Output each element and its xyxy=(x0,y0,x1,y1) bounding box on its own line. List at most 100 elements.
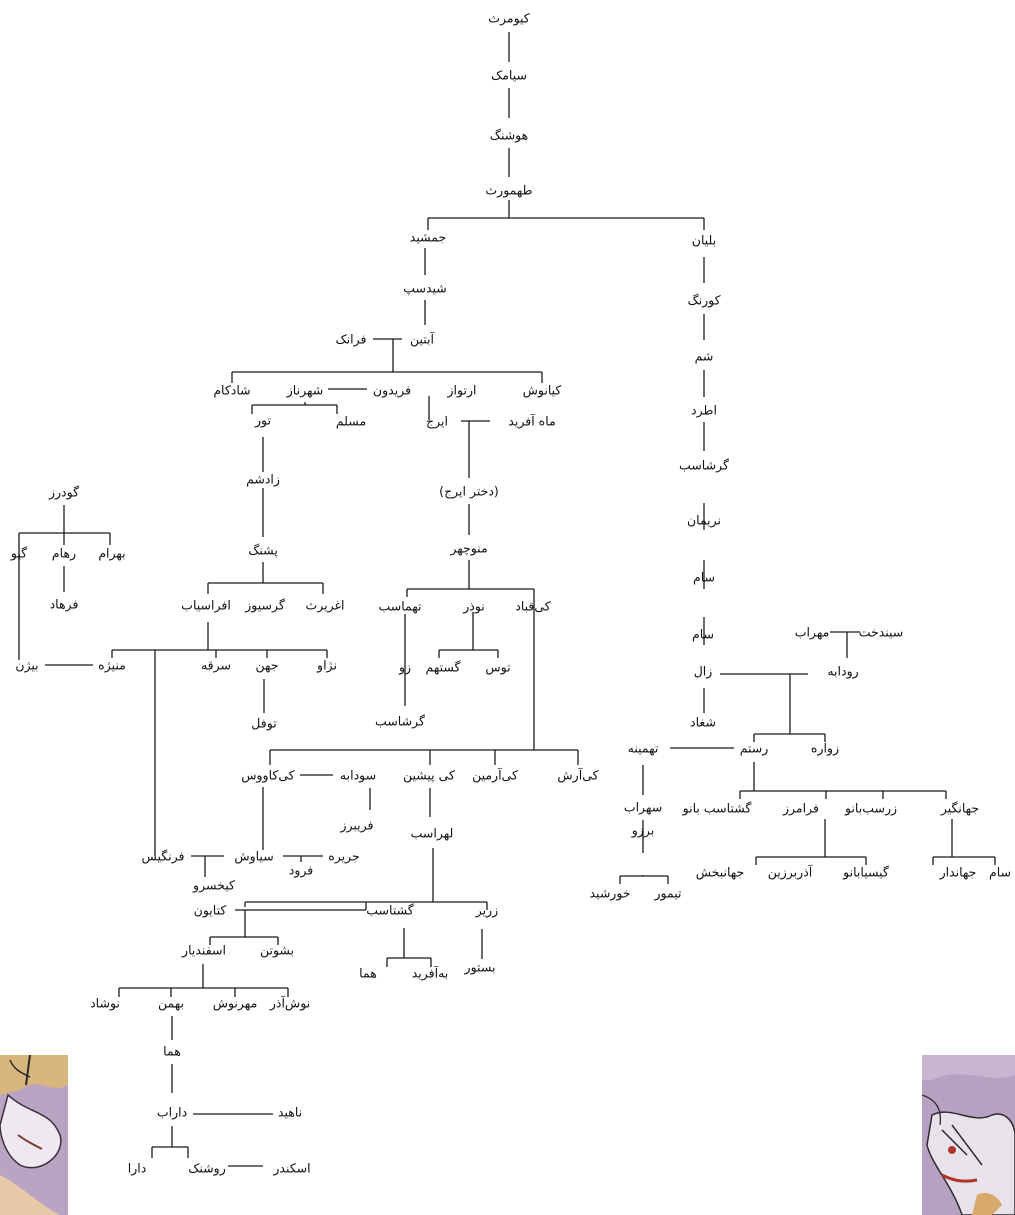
name-sohrab: سهراب xyxy=(624,800,662,816)
name-lohrasb: لهراسب xyxy=(411,826,454,842)
name-manuchehr: منوچهر xyxy=(449,541,487,557)
name-homa-bahman: هما xyxy=(163,1044,181,1059)
family-tree-edges xyxy=(18,32,996,1167)
name-farizand: فریبرز xyxy=(339,818,373,834)
name-jahanbakhsh: جهانبخش xyxy=(696,865,745,881)
name-beh-afarid: به‌آفرید xyxy=(412,966,449,982)
name-tufal: توفل xyxy=(251,716,277,732)
name-tahmineh: تهمینه xyxy=(628,741,659,757)
name-timur: تیمور xyxy=(654,886,682,902)
name-hushang: هوشنگ xyxy=(490,128,528,144)
name-shidasp: شیدسپ xyxy=(403,281,447,296)
name-pashutan: بشوتن xyxy=(260,943,294,959)
name-mehrab: مهراب xyxy=(795,625,830,641)
name-darab: داراب xyxy=(157,1105,187,1121)
name-balyan: بلیان xyxy=(692,233,716,248)
name-jahandar: جهاندار xyxy=(939,865,977,881)
name-fereydun: فریدون xyxy=(373,383,411,399)
name-kaykhosrow: کیخسرو xyxy=(192,878,235,894)
name-sam-nariman: سام xyxy=(693,570,715,585)
name-sudabeh: سودابه xyxy=(340,768,376,784)
miniature-painting-fragment-left xyxy=(0,1055,68,1215)
name-kay-pishin: کی پیشین xyxy=(403,768,455,784)
name-atrad: اطرد xyxy=(691,403,717,419)
name-kiumars: کیومرث xyxy=(488,11,530,27)
name-zadsham: زادشم xyxy=(246,472,280,488)
name-tur: تور xyxy=(254,413,271,429)
name-tus: توس xyxy=(485,660,511,676)
name-azarborzin: آذربرزین xyxy=(768,865,813,881)
name-nariman: نریمان xyxy=(687,513,721,529)
miniature-painting-fragment-right xyxy=(922,1055,1015,1215)
name-goudarz: گودرز xyxy=(48,485,79,501)
name-eskandar: اسکندر xyxy=(272,1161,310,1177)
name-mah-afarid: ماه آفرید xyxy=(508,414,555,430)
name-zav: زو xyxy=(398,660,411,676)
name-pashang: پشنگ xyxy=(248,543,278,558)
name-iraj: ایرج xyxy=(426,414,448,430)
name-dokhtar-iraj: (دختر ایرج) xyxy=(439,484,499,500)
name-kurang: کورنگ xyxy=(687,293,720,309)
name-rowshanak: روشنک xyxy=(188,1161,226,1177)
name-sham: شم xyxy=(695,349,714,365)
name-moslem: مسلم xyxy=(336,414,366,430)
name-kay-kavus: کی‌کاووس xyxy=(241,768,295,784)
name-rudabeh: رودابه xyxy=(827,664,858,680)
name-gisiya-banu: گیسیابانو xyxy=(842,865,889,881)
name-manizheh: منیژه xyxy=(98,658,126,674)
name-gostaham: گستهم xyxy=(426,660,461,676)
name-shadkam: شادکام xyxy=(213,383,250,398)
name-goshtasb-banu: گشتاسب بانو xyxy=(682,801,752,817)
name-jamshid: جمشید xyxy=(410,230,446,245)
name-jarireh: جریره xyxy=(328,849,360,865)
name-siavash: سیاوش xyxy=(234,849,273,865)
name-kay-qobad: کی‌قباد xyxy=(515,599,551,614)
name-siamak: سیامک xyxy=(491,68,527,83)
name-nahid: ناهید xyxy=(278,1105,302,1120)
name-zarasb-banu: زرسب‌بانو xyxy=(844,801,897,817)
name-jahangir: جهانگیر xyxy=(940,801,979,817)
name-mehrnush: مهرنوش xyxy=(213,996,258,1012)
name-zavareh: زواره xyxy=(811,741,839,757)
name-aghriras: اغریرث xyxy=(305,598,344,614)
name-nushazar: نوش‌آذر xyxy=(269,996,310,1012)
name-garshasb-zav: گرشاسب xyxy=(375,714,425,730)
name-homa-goshtasb: هما xyxy=(359,966,377,981)
name-katayun: کتایون xyxy=(194,903,227,919)
name-sam-jahangir: سام xyxy=(989,865,1011,880)
name-esfandiar: اسفندیار xyxy=(181,943,226,959)
name-khorshid: خورشید xyxy=(589,886,630,902)
name-bahman: بهمن xyxy=(158,996,184,1012)
name-tahmuras: طهمورث xyxy=(485,183,532,199)
name-dara: دارا xyxy=(128,1161,147,1177)
name-garshasb-sistan: گرشاسب xyxy=(679,458,729,474)
name-jahn: جهن xyxy=(255,658,278,674)
name-rostam: رستم xyxy=(740,741,769,757)
name-reham: رهام xyxy=(52,546,76,562)
name-farangis: فرنگیس xyxy=(142,849,185,865)
name-zarir: زریر xyxy=(475,903,498,919)
name-tahmasb: تهماسب xyxy=(378,599,422,615)
name-kay-armin: کی‌آرمین xyxy=(472,768,518,784)
name-kianush: کیانوش xyxy=(523,383,562,399)
name-zal: زال xyxy=(694,664,713,680)
name-shahrnaz: شهرناز xyxy=(286,383,323,399)
name-faranak: فرانک xyxy=(335,332,366,348)
name-sam: سام xyxy=(692,627,714,642)
name-giv: گیو xyxy=(10,546,27,562)
name-sindokht: سیندخت xyxy=(859,625,904,640)
name-forud: فرود xyxy=(289,863,313,879)
name-nushad: نوشاد xyxy=(90,996,120,1012)
name-bahram: بهرام xyxy=(98,546,125,562)
name-borzu: برزو xyxy=(631,823,654,839)
name-bestur: بستور xyxy=(464,960,496,976)
name-goshtasb: گشتاسب xyxy=(366,903,413,918)
name-nowzar: نوذر xyxy=(462,599,485,615)
name-nazhav: نژاو xyxy=(316,658,337,674)
name-bizhan: بیژن xyxy=(15,658,38,674)
name-faramarz: فرامرز xyxy=(782,801,819,817)
name-farhad: فرهاد xyxy=(50,597,79,613)
name-kay-arash: کی‌آرش xyxy=(557,768,598,784)
family-tree-names: کیومرث سیامک هوشنگ طهمورث جمشید بلیان شی… xyxy=(10,11,1011,1177)
